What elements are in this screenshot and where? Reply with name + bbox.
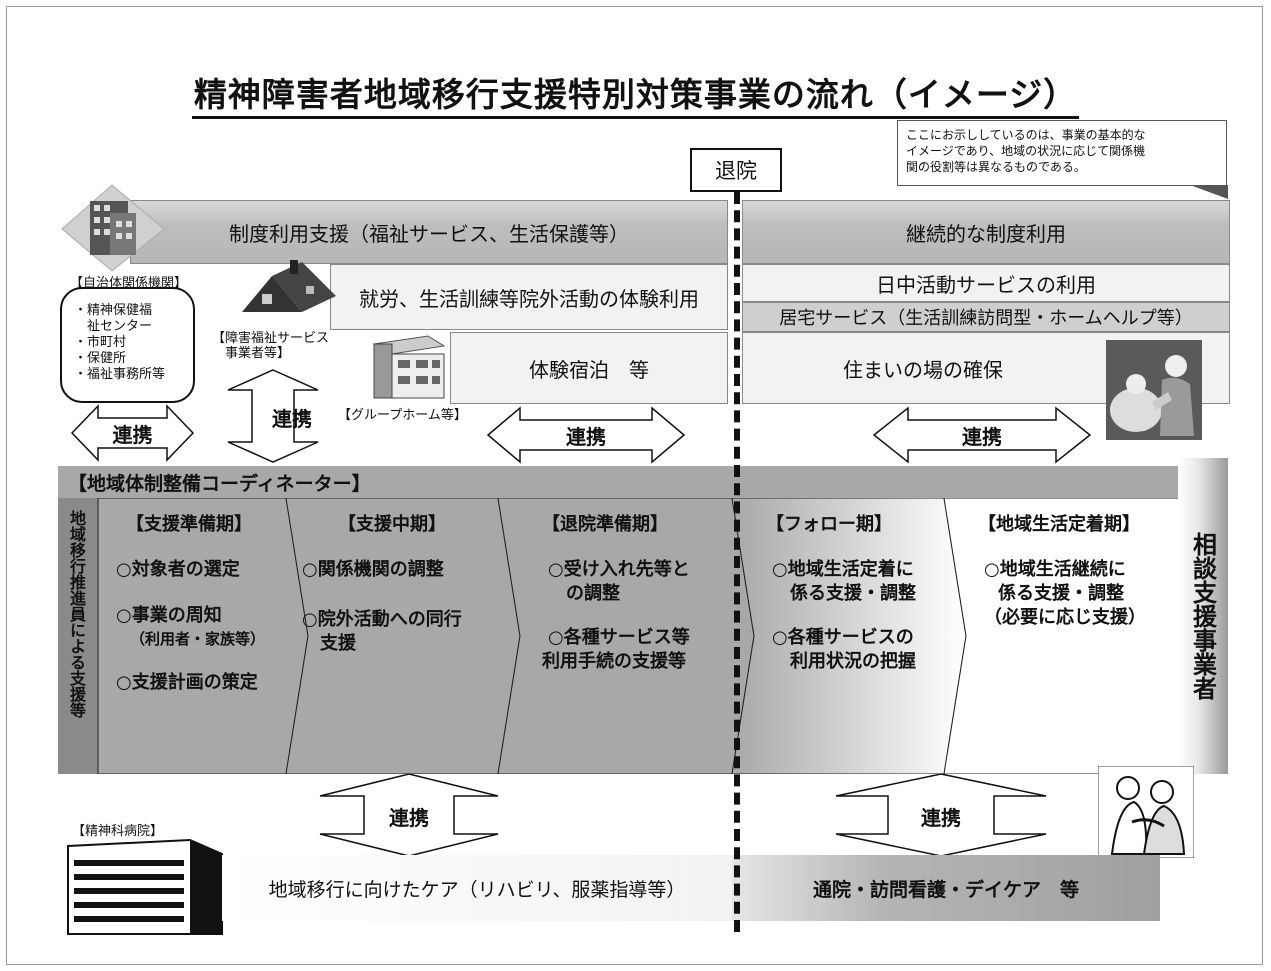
- care-band: 地域移行に向けたケア（リハビリ、服薬指導等） 通院・訪問看護・デイケア 等: [222, 855, 1160, 921]
- hospital-label: 【精神科病院】: [72, 824, 164, 839]
- trial-stay-band: 体験宿泊 等: [450, 332, 728, 404]
- municipality-item: ・福祉事務所等: [74, 367, 166, 382]
- link-label: 連携: [566, 424, 606, 449]
- phase-item: ○各種サービスの: [772, 627, 914, 648]
- nurse-illustration-icon: [1098, 766, 1194, 858]
- phase-title: 【退院準備期】: [542, 514, 668, 535]
- note-line: イメージであり、地域の状況に応じて関係機: [906, 144, 1146, 158]
- outside-activity-band: 就労、生活訓練等院外活動の体験利用: [330, 264, 728, 330]
- phase-item: 支援: [302, 633, 356, 654]
- welfare-provider-line: 事業者等】: [212, 346, 291, 361]
- municipality-bubble: ・精神保健福 祉センター ・市町村 ・保健所 ・福祉事務所等: [60, 287, 195, 403]
- hospital-building-icon: [67, 838, 223, 935]
- phase-discharge-prep: 【退院準備期】 ○受け入れ先等と の調整 ○各種サービス等 利用手続の支援等: [542, 510, 732, 674]
- hospital-care-band: 地域移行に向けたケア（リハビリ、服薬指導等）: [222, 855, 732, 921]
- home-service-band: 居宅サービス（生活訓練訪問型・ホームヘルプ等）: [742, 302, 1230, 332]
- phase-settle: 【地域生活定着期】 ○地域生活継続に 係る支援・調整 （必要に応じ支援）: [978, 510, 1178, 630]
- municipality-item: ・保健所: [74, 351, 127, 366]
- municipality-item: ・精神保健福: [74, 303, 153, 318]
- office-building-icon: [61, 184, 165, 272]
- link-label: 連携: [962, 424, 1002, 449]
- link-label: 連携: [921, 805, 961, 830]
- phase-item: 係る支援・調整: [998, 583, 1124, 604]
- phase-chevrons: [58, 498, 1181, 774]
- discharge-divider: [734, 192, 740, 932]
- link-arrow: [486, 406, 686, 464]
- phase-item: ○対象者の選定: [116, 559, 240, 580]
- link-label: 連携: [112, 422, 153, 447]
- promoter-label: 地域移行推進員による支援等: [67, 510, 86, 718]
- phase-prep: 【支援準備期】 ○対象者の選定 ○事業の周知 （利用者・家族等） ○支援計画の策…: [116, 510, 296, 695]
- phase-mid: 【支援中期】 ○関係機関の調整 ○院外活動への同行 支援: [302, 510, 502, 656]
- municipality-item: ・市町村: [74, 335, 127, 350]
- phase-item: ○支援計画の策定: [116, 672, 258, 693]
- phase-item: 利用状況の把握: [790, 651, 916, 672]
- phase-item: （利用者・家族等）: [130, 630, 266, 648]
- phase-title: 【支援中期】: [338, 514, 446, 535]
- page-frame: [6, 6, 1263, 965]
- welfare-provider-line: 【障害福祉サービス: [212, 331, 330, 346]
- page-title: 精神障害者地域移行支援特別対策事業の流れ（イメージ）: [0, 68, 1271, 119]
- phase-item: ○地域生活定着に: [772, 559, 914, 580]
- community-care-band: 通院・訪問看護・デイケア 等: [732, 855, 1160, 921]
- link-arrow: [70, 404, 195, 462]
- link-arrow: [872, 406, 1092, 464]
- system-support-band: 制度利用支援（福祉サービス、生活保護等）: [130, 200, 728, 264]
- note-line: 関の役割等は異なるものである。: [906, 160, 1086, 174]
- coordinator-bar: 【地域体制整備コーディネーター】: [58, 466, 1180, 498]
- phase-item: ○院外活動への同行: [302, 609, 462, 630]
- note-callout: ここにお示ししているのは、事業の基本的な イメージであり、地域の状況に応じて関係…: [897, 120, 1228, 199]
- phase-area: 地域移行推進員による支援等 【支援準備期】 ○対象者の選定 ○事業の周知 （利用…: [58, 498, 1188, 774]
- welfare-provider-label: 【障害福祉サービス 事業者等】: [212, 331, 329, 361]
- consult-support-label: 相談支援事業者: [1178, 458, 1228, 774]
- discharge-label: 退院: [690, 148, 782, 192]
- day-activity-band: 日中活動サービスの利用: [742, 264, 1230, 302]
- phase-item: ○受け入れ先等と: [548, 559, 690, 580]
- phase-item: ○地域生活継続に: [984, 559, 1126, 580]
- phase-item: （必要に応じ支援）: [984, 607, 1146, 628]
- phase-item: ○関係機関の調整: [302, 559, 444, 580]
- phase-title: 【フォロー期】: [766, 514, 892, 535]
- phase-follow: 【フォロー期】 ○地域生活定着に 係る支援・調整 ○各種サービスの 利用状況の把…: [766, 510, 966, 674]
- caregiver-illustration-icon: [1106, 340, 1202, 440]
- apartment-building-icon: [372, 335, 446, 399]
- consult-support-text: 相談支援事業者: [1188, 532, 1217, 700]
- phase-title: 【地域生活定着期】: [978, 514, 1140, 535]
- municipality-item: 祉センター: [74, 319, 153, 334]
- phase-item: ○事業の周知: [116, 605, 222, 626]
- house-icon: [242, 260, 336, 312]
- phase-item: 利用手続の支援等: [542, 651, 686, 672]
- continued-system-band: 継続的な制度利用: [742, 200, 1230, 264]
- phase-item: ○各種サービス等: [548, 627, 690, 648]
- phase-item: の調整: [548, 583, 620, 604]
- group-home-label: 【グループホーム等】: [338, 408, 467, 423]
- link-label: 連携: [389, 805, 429, 830]
- phase-title: 【支援準備期】: [126, 514, 252, 535]
- phase-item: 係る支援・調整: [790, 583, 916, 604]
- note-line: ここにお示ししているのは、事業の基本的な: [906, 128, 1146, 142]
- link-label: 連携: [272, 406, 312, 431]
- link-arrow-vertical: [227, 369, 319, 463]
